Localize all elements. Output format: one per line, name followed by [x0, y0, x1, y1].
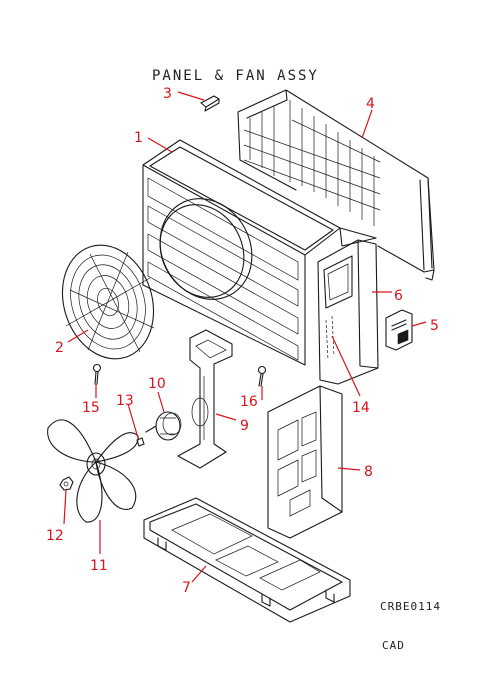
callout-11: 11 [90, 558, 108, 574]
callout-9: 9 [240, 418, 249, 434]
part-11-propeller-fan [47, 419, 139, 523]
part-4-rear-guard [237, 89, 435, 281]
callout-8: 8 [364, 464, 373, 480]
part-9-motor-bracket [177, 329, 233, 469]
part-13-nut [136, 437, 145, 447]
footer-label: CAD [382, 639, 405, 652]
part-6-side-panel [317, 239, 379, 385]
diagram-title: PANEL & FAN ASSY [152, 68, 319, 84]
callout-13: 13 [116, 393, 134, 409]
callout-15: 15 [82, 400, 100, 416]
callout-5: 5 [430, 318, 439, 334]
part-3-clip [200, 95, 220, 112]
callout-10: 10 [148, 376, 166, 392]
callout-14: 14 [352, 400, 370, 416]
part-7-base-pan [143, 497, 351, 623]
drawing-code: CRBE0114 [380, 600, 441, 613]
callout-6: 6 [394, 288, 403, 304]
part-5-terminal-cover [385, 309, 413, 351]
callout-4: 4 [366, 96, 375, 112]
part-16-screw [257, 365, 267, 387]
callout-16: 16 [240, 394, 258, 410]
callout-1: 1 [134, 130, 143, 146]
callout-numbers: 1 2 3 4 5 6 7 8 9 10 11 12 13 14 15 16 [46, 86, 439, 596]
callout-7: 7 [182, 580, 191, 596]
callout-3: 3 [163, 86, 172, 102]
part-12-nut [59, 476, 74, 491]
callout-12: 12 [46, 528, 64, 544]
callout-leaders [63, 91, 427, 583]
part-10-fan-motor [145, 411, 182, 441]
part-1-front-panel [142, 139, 377, 366]
part-8-partition-board [267, 385, 343, 539]
part-15-screw [92, 363, 102, 385]
callout-2: 2 [55, 340, 64, 356]
part-2-fan-grille [61, 244, 155, 360]
